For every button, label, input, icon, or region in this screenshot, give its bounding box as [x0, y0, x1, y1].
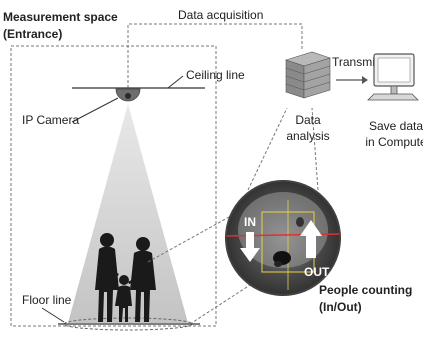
zoom-connector-bottom — [189, 284, 251, 325]
people-silhouette-icon — [95, 233, 156, 322]
people-counting-label-line1: People counting — [319, 283, 412, 297]
analysis-connector-left — [247, 107, 288, 191]
save-data-label-line1: Save data — [369, 119, 423, 133]
analysis-connector-right — [311, 107, 319, 191]
measurement-space-title: Measurement space — [3, 10, 118, 24]
in-arrow-icon — [240, 232, 260, 262]
floor-line-label: Floor line — [22, 293, 72, 307]
zoom-connector-top — [147, 211, 239, 263]
data-acquisition-label: Data acquisition — [178, 8, 263, 22]
measurement-space-box — [10, 45, 217, 327]
in-label: IN — [244, 215, 256, 229]
ip-camera-label: IP Camera — [22, 113, 79, 127]
data-analysis-label-line2: analysis — [286, 129, 329, 143]
out-arrow-icon — [300, 220, 322, 258]
ip-camera-icon — [115, 88, 141, 102]
people-counting-label-line2: (In/Out) — [319, 300, 362, 314]
measurement-space-subtitle: (Entrance) — [3, 27, 62, 41]
camera-view-lens — [225, 180, 341, 296]
computer-icon — [367, 53, 419, 101]
data-analysis-label-line1: Data — [295, 113, 321, 127]
floor-line-leader — [41, 307, 65, 323]
data-acquisition-path — [127, 23, 303, 88]
out-label: OUT — [304, 265, 330, 279]
server-stack-icon — [285, 51, 331, 99]
counting-line — [226, 233, 340, 237]
save-data-label-line2: in Compute — [365, 135, 423, 149]
ip-camera-leader — [71, 97, 119, 123]
ceiling-line-label: Ceiling line — [186, 68, 245, 82]
ceiling-line-leader — [167, 75, 184, 89]
transmit-arrowhead — [362, 76, 368, 84]
transmit-label: Transmit — [332, 55, 379, 69]
